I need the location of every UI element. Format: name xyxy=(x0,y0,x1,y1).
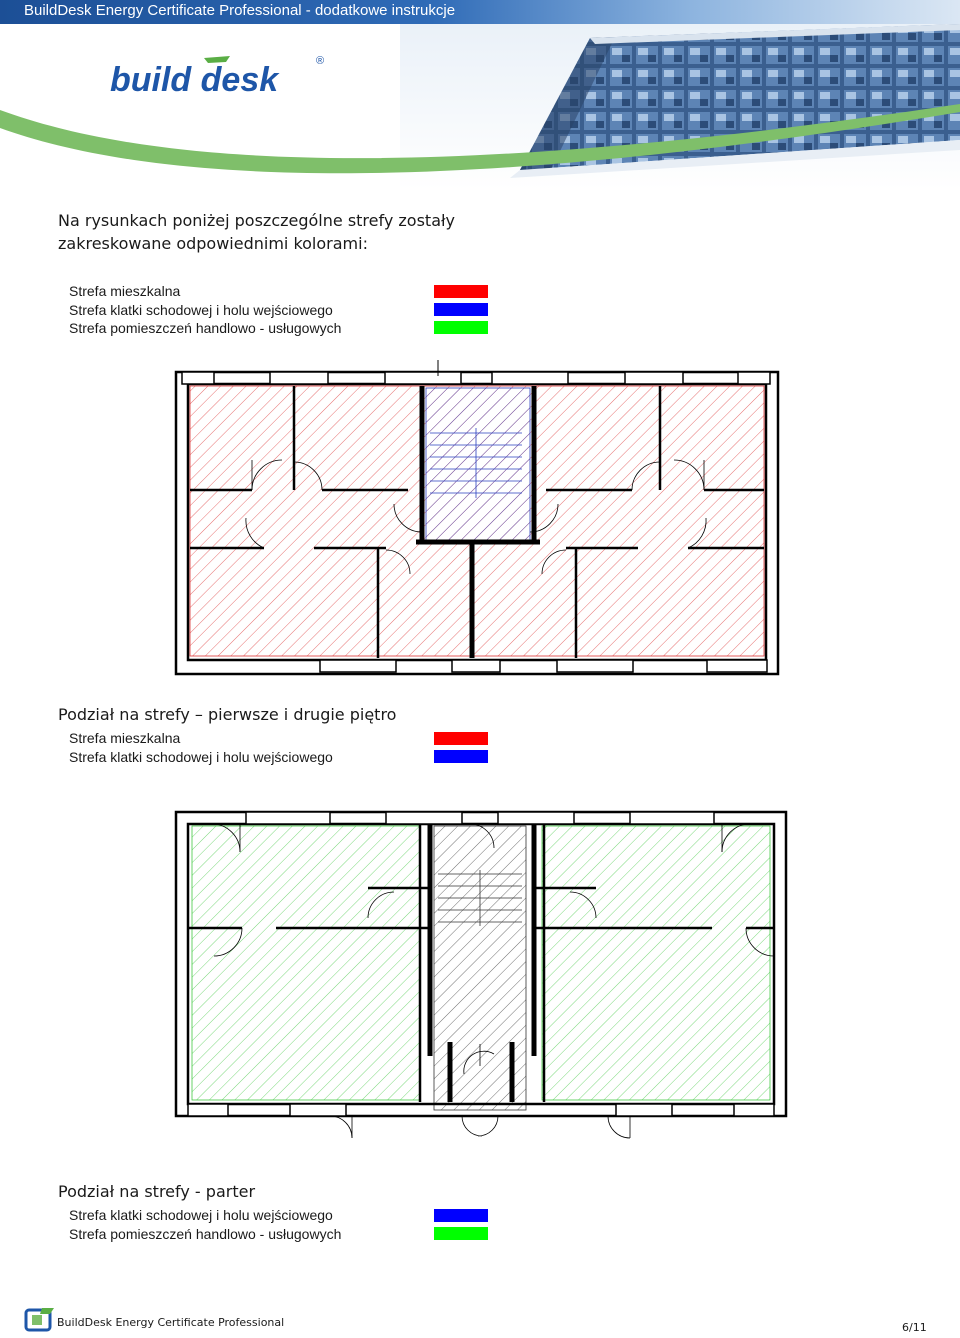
builddesk-logo: build desk ® xyxy=(110,55,324,99)
swatch-red xyxy=(434,732,488,745)
document-title: BuildDesk Energy Certificate Professiona… xyxy=(24,2,456,19)
legend-upper: Strefa mieszkalna Strefa klatki schodowe… xyxy=(69,729,333,766)
intro-line-1: Na rysunkach poniżej poszczególne strefy… xyxy=(58,211,456,230)
page-footer: BuildDesk Energy Certificate Professiona… xyxy=(0,1300,960,1338)
logo-registered: ® xyxy=(316,55,324,67)
swatch-blue xyxy=(434,303,488,316)
swatch-green xyxy=(434,321,488,334)
legend-item: Strefa klatki schodowej i holu wejściowe… xyxy=(69,748,333,765)
section-caption-ground: Podział na strefy - parter xyxy=(58,1182,256,1201)
swatch-blue xyxy=(434,1209,488,1222)
legend-ground: Strefa klatki schodowej i holu wejściowe… xyxy=(69,1206,341,1243)
swatch-red xyxy=(434,285,488,298)
footer-logo-icon xyxy=(24,1308,54,1332)
legend-item: Strefa klatki schodowej i holu wejściowe… xyxy=(69,301,333,318)
floor-plan-upper xyxy=(174,360,780,676)
logo-text: build desk xyxy=(110,61,280,99)
legend-item: Strefa mieszkalna xyxy=(69,283,181,299)
legend-item: Strefa klatki schodowej i holu wejściowe… xyxy=(69,1207,333,1223)
swatch-green xyxy=(434,1227,488,1240)
section-caption-upper: Podział na strefy – pierwsze i drugie pi… xyxy=(58,705,397,724)
intro-text: Na rysunkach poniżej poszczególne strefy… xyxy=(58,209,578,255)
intro-line-2: zakreskowane odpowiednimi kolorami: xyxy=(58,234,368,253)
legend-item: Strefa pomieszczeń handlowo - usługowych xyxy=(69,1225,342,1242)
green-swoosh xyxy=(0,104,960,174)
title-bar: BuildDesk Energy Certificate Professiona… xyxy=(0,0,960,24)
legend-item: Strefa pomieszczeń handlowo - usługowych xyxy=(69,320,342,336)
page-number: 6/11 xyxy=(902,1321,927,1334)
footer-text: BuildDesk Energy Certificate Professiona… xyxy=(57,1316,285,1329)
legend-item: Strefa mieszkalna xyxy=(69,730,181,746)
legend-zones: Strefa mieszkalna Strefa klatki schodowe… xyxy=(69,282,341,338)
page-header: BuildDesk Energy Certificate Professiona… xyxy=(0,0,960,190)
swatch-blue xyxy=(434,750,488,763)
floor-plan-ground xyxy=(174,810,788,1139)
